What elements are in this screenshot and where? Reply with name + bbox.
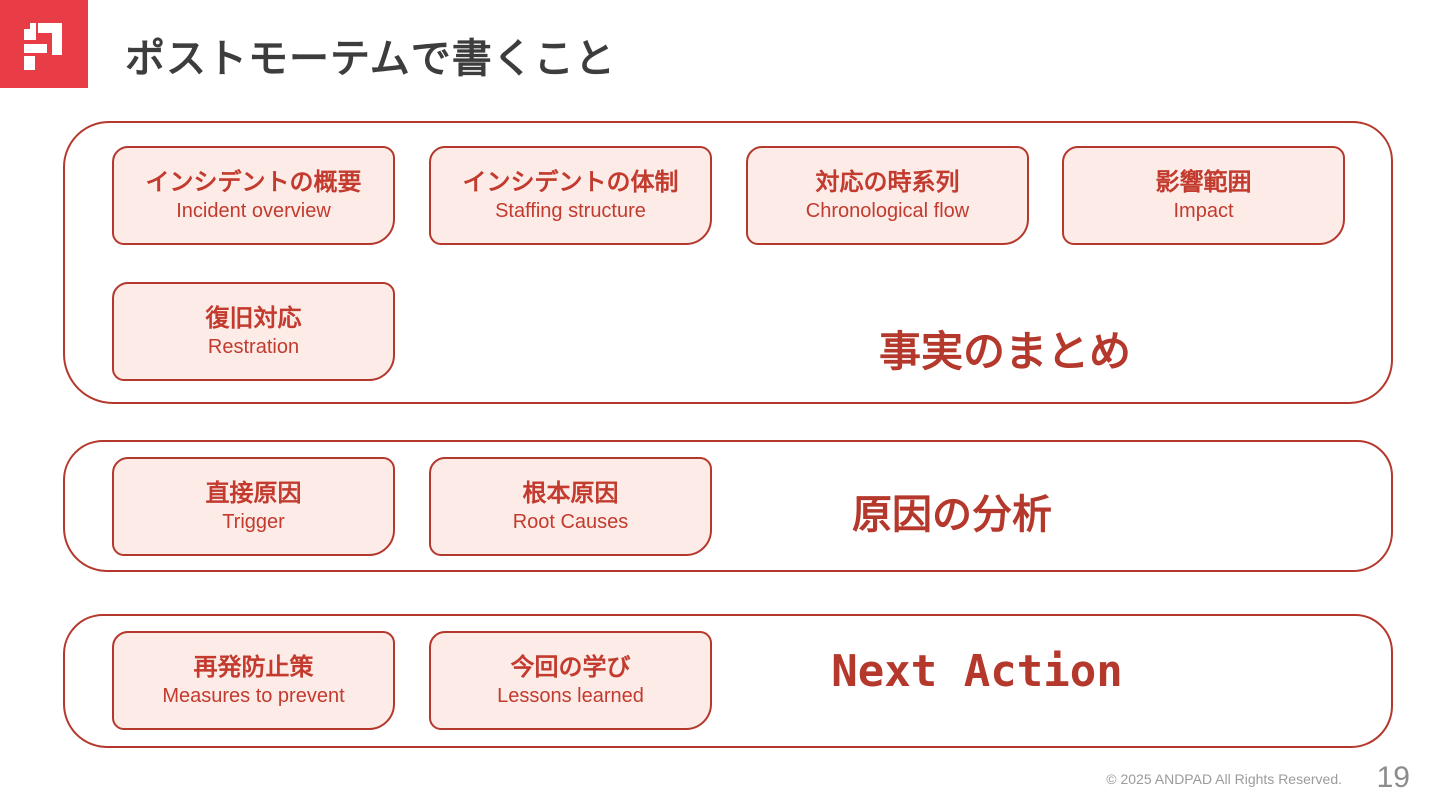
card-title-ja: 復旧対応 — [205, 304, 302, 332]
card-title-ja: インシデントの概要 — [145, 168, 362, 196]
card-title-ja: 今回の学び — [510, 653, 631, 681]
card-subtitle-en: Root Causes — [512, 510, 629, 533]
section-facts-summary: インシデントの概要 Incident overview インシデントの体制 St… — [63, 121, 1393, 404]
card-subtitle-en: Trigger — [222, 510, 285, 533]
card-title-ja: 影響範囲 — [1155, 168, 1252, 196]
section-label-next-action: Next Action — [831, 646, 1123, 697]
card-title-ja: 再発防止策 — [193, 653, 314, 681]
page-title: ポストモーテムで書くこと — [125, 37, 616, 81]
card-lessons-learned: 今回の学び Lessons learned — [429, 631, 712, 730]
andpad-logo — [0, 0, 88, 88]
card-trigger: 直接原因 Trigger — [112, 457, 395, 556]
card-subtitle-en: Restration — [207, 335, 300, 358]
card-subtitle-en: Lessons learned — [497, 684, 644, 707]
card-title-ja: 対応の時系列 — [815, 168, 960, 196]
card-subtitle-en: Incident overview — [176, 199, 331, 222]
card-restoration: 復旧対応 Restration — [112, 282, 395, 381]
andpad-brick-logo-icon — [24, 23, 62, 70]
card-impact: 影響範囲 Impact — [1062, 146, 1345, 245]
section-next-action: 再発防止策 Measures to prevent 今回の学び Lessons … — [63, 614, 1393, 748]
card-subtitle-en: Measures to prevent — [162, 684, 345, 707]
section-label-facts-summary: 事実のまとめ — [878, 327, 1131, 376]
section-label-cause-analysis: 原因の分析 — [852, 492, 1052, 538]
footer-copyright: © 2025 ANDPAD All Rights Reserved. — [1106, 771, 1342, 787]
page-number: 19 — [1376, 761, 1410, 794]
card-root-causes: 根本原因 Root Causes — [429, 457, 712, 556]
card-subtitle-en: Chronological flow — [805, 199, 970, 222]
card-incident-overview: インシデントの概要 Incident overview — [112, 146, 395, 245]
card-title-ja: 根本原因 — [522, 479, 619, 507]
section-cause-analysis: 直接原因 Trigger 根本原因 Root Causes 原因の分析 — [63, 440, 1393, 572]
card-subtitle-en: Impact — [1173, 199, 1234, 222]
card-subtitle-en: Staffing structure — [495, 199, 646, 222]
card-chronological-flow: 対応の時系列 Chronological flow — [746, 146, 1029, 245]
card-staffing-structure: インシデントの体制 Staffing structure — [429, 146, 712, 245]
card-title-ja: 直接原因 — [205, 479, 302, 507]
card-title-ja: インシデントの体制 — [462, 168, 679, 196]
card-measures-to-prevent: 再発防止策 Measures to prevent — [112, 631, 395, 730]
